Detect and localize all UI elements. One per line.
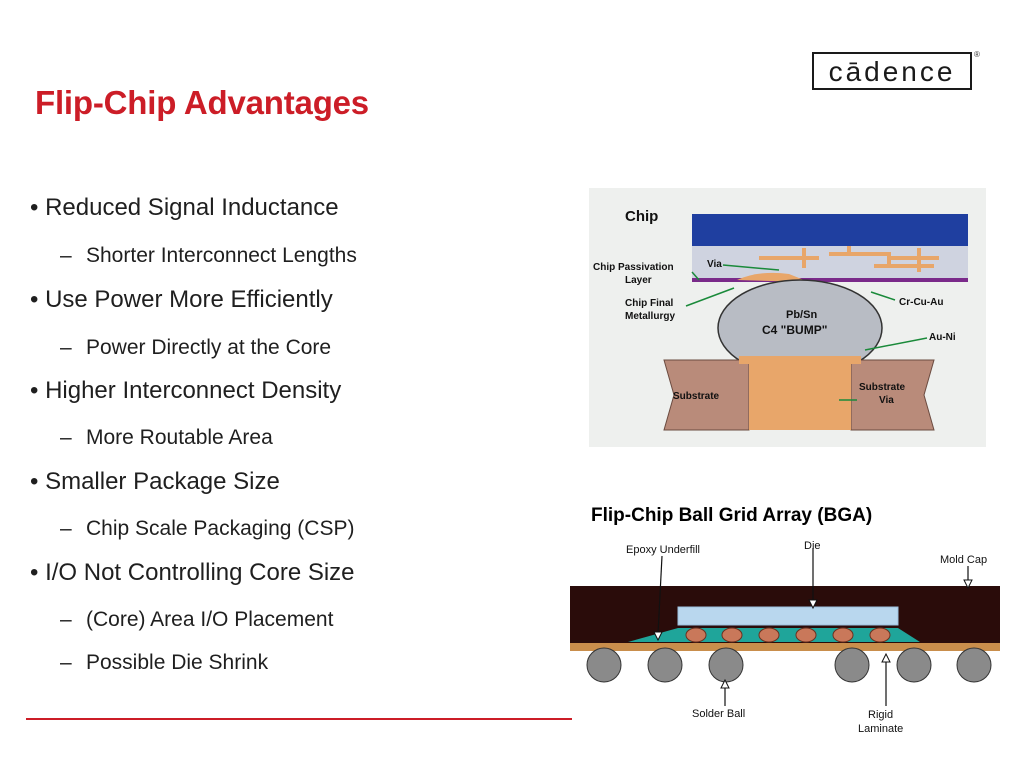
sub-bullet-marker: – <box>60 651 72 674</box>
sub-bullet-marker: – <box>60 336 72 359</box>
sub-bullet-text: Power Directly at the Core <box>86 336 332 359</box>
logo-text: cādence <box>829 56 956 87</box>
label-substrate-via: Substrate <box>859 382 906 393</box>
label-substrate: Substrate <box>673 391 720 402</box>
label-epoxy-underfill: Epoxy Underfill <box>626 544 700 556</box>
label-substrate-via-2: Via <box>879 395 894 406</box>
label-rigid: Rigid <box>868 709 893 721</box>
label-c4-bump: C4 "BUMP" <box>762 323 827 337</box>
bullet-item: • Higher Interconnect Density <box>30 377 342 404</box>
sub-bullet-item: –More Routable Area <box>60 426 273 450</box>
bullet-item: • Reduced Signal Inductance <box>30 194 339 221</box>
logo-registered-mark: ® <box>974 50 980 59</box>
label-laminate: Laminate <box>858 723 903 735</box>
sub-bullet-item: –Possible Die Shrink <box>60 651 268 675</box>
slide-title: Flip-Chip Advantages <box>35 84 369 121</box>
label-chip-final-metallurgy: Chip Final <box>625 298 674 309</box>
sub-bullet-marker: – <box>60 608 72 631</box>
bullet-item: • I/O Not Controlling Core Size <box>30 559 355 586</box>
label-die: Die <box>804 540 821 552</box>
bullet-item: • Use Power More Efficiently <box>30 286 333 313</box>
label-via: Via <box>707 259 722 270</box>
sub-bullet-marker: – <box>60 517 72 540</box>
sub-bullet-item: –Shorter Interconnect Lengths <box>60 244 357 268</box>
bga-caption: Flip-Chip Ball Grid Array (BGA) <box>591 505 873 526</box>
bullet-item: • Smaller Package Size <box>30 468 280 495</box>
sub-bullet-text: (Core) Area I/O Placement <box>86 608 334 631</box>
cadence-logo: cādence <box>812 52 972 90</box>
sub-bullet-marker: – <box>60 244 72 267</box>
label-chip-passivation-2: Layer <box>625 275 652 286</box>
label-cr-cu-au: Cr-Cu-Au <box>899 297 943 308</box>
c4-bump-diagram: Chip Via Chip Passivation Layer Chip Fin… <box>589 188 986 447</box>
label-mold-cap: Mold Cap <box>940 554 987 566</box>
sub-bullet-item: –Power Directly at the Core <box>60 336 331 360</box>
sub-bullet-item: –(Core) Area I/O Placement <box>60 608 333 632</box>
sub-bullet-item: –Chip Scale Packaging (CSP) <box>60 517 354 541</box>
sub-bullet-text: More Routable Area <box>86 426 273 449</box>
label-chip-passivation: Chip Passivation <box>593 262 674 273</box>
label-chip-final-metallurgy-2: Metallurgy <box>625 311 675 322</box>
label-au-ni: Au-Ni <box>929 332 956 343</box>
footer-rule <box>26 718 572 720</box>
label-chip: Chip <box>625 208 658 225</box>
bga-diagram: Epoxy Underfill Die Mold Cap Solder Ball… <box>570 536 1002 742</box>
sub-bullet-marker: – <box>60 426 72 449</box>
sub-bullet-text: Chip Scale Packaging (CSP) <box>86 517 355 540</box>
sub-bullet-text: Possible Die Shrink <box>86 651 269 674</box>
label-pbsn: Pb/Sn <box>786 309 817 321</box>
sub-bullet-text: Shorter Interconnect Lengths <box>86 244 357 267</box>
label-solder-ball: Solder Ball <box>692 708 745 720</box>
